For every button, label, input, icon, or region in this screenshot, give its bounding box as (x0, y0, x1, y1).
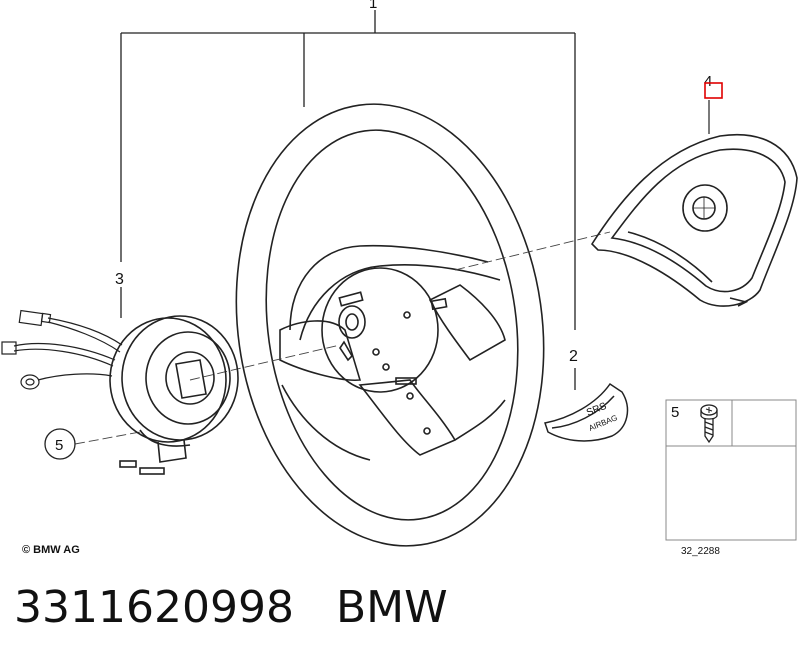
callout-circle-5 (44, 428, 76, 460)
label-item-5-callout: 5 (55, 437, 63, 454)
part-number: 3311620998 (14, 582, 294, 633)
part-number-caption: 3311620998 BMW (14, 582, 448, 633)
label-item-5-inset: 5 (671, 404, 679, 421)
srs-trim-cover (544, 382, 629, 442)
trim-text-srs: SRS (585, 401, 608, 419)
torx-screw-icon (700, 404, 718, 444)
label-item-1: 1 (369, 0, 377, 12)
label-item-4: 4 (704, 73, 712, 90)
steering-wheel (235, 103, 545, 547)
center-axis-lines (74, 231, 611, 445)
screw-inset-box (665, 399, 797, 541)
label-item-3: 3 (115, 271, 124, 288)
selected-part-highlight[interactable] (704, 82, 723, 99)
drawing-number: 32_2288 (681, 546, 720, 557)
assembly-leader-lines (120, 10, 576, 390)
slip-ring-contact-unit (109, 315, 239, 475)
copyright-text: © BMW AG (22, 544, 80, 556)
label-item-2: 2 (569, 348, 578, 365)
brand-name: BMW (335, 582, 448, 633)
slip-ring-wiring-harness (1, 309, 123, 390)
airbag-module (590, 133, 798, 307)
